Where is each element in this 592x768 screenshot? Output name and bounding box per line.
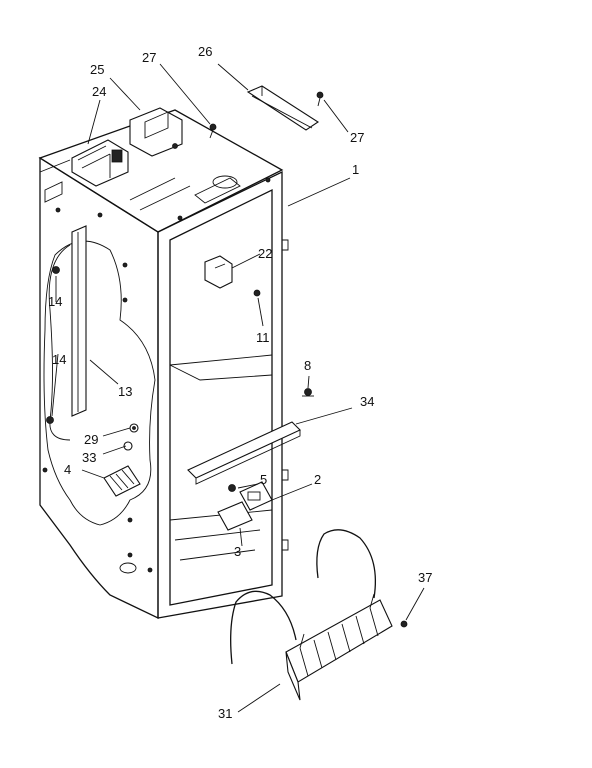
callout-25: 25 bbox=[90, 62, 104, 77]
screw-27-left bbox=[209, 123, 217, 139]
grille-4 bbox=[103, 465, 141, 497]
fastener-29 bbox=[129, 423, 139, 433]
shelf-bracket-34 bbox=[187, 421, 301, 485]
washer-33 bbox=[123, 441, 133, 451]
callout-22: 22 bbox=[258, 246, 272, 261]
callout-labels: 1 2 3 4 5 8 11 13 14 14 22 24 25 26 27 2… bbox=[48, 44, 432, 721]
bracket-22 bbox=[204, 255, 233, 289]
screw-11 bbox=[253, 289, 261, 297]
callout-37: 37 bbox=[418, 570, 432, 585]
callout-11: 11 bbox=[256, 330, 270, 345]
callout-27-right: 27 bbox=[350, 130, 364, 145]
callout-24: 24 bbox=[92, 84, 106, 99]
callout-29: 29 bbox=[84, 432, 98, 447]
rail-13 bbox=[71, 225, 87, 417]
screw-37 bbox=[400, 620, 408, 628]
callout-5: 5 bbox=[260, 472, 267, 487]
cover-assembly-31 bbox=[230, 529, 393, 701]
callout-33: 33 bbox=[82, 450, 96, 465]
screw-14-lower bbox=[46, 416, 54, 424]
callout-31: 31 bbox=[218, 706, 232, 721]
clip-8 bbox=[302, 388, 314, 397]
screw-5 bbox=[228, 484, 236, 492]
bracket-25 bbox=[129, 107, 183, 157]
callout-4: 4 bbox=[64, 462, 71, 477]
callout-2: 2 bbox=[314, 472, 321, 487]
callout-27-left: 27 bbox=[142, 50, 156, 65]
callout-1: 1 bbox=[352, 162, 359, 177]
leader-lines bbox=[51, 63, 425, 713]
screw-27-right bbox=[316, 91, 324, 107]
callout-3: 3 bbox=[234, 544, 241, 559]
callout-34: 34 bbox=[360, 394, 374, 409]
callout-8: 8 bbox=[304, 358, 311, 373]
damper-control-24 bbox=[71, 139, 129, 187]
bracket-3 bbox=[217, 501, 253, 531]
callout-13: 13 bbox=[118, 384, 132, 399]
bracket-26 bbox=[246, 85, 320, 131]
callout-14-upper: 14 bbox=[48, 294, 62, 309]
callout-14-lower: 14 bbox=[52, 352, 66, 367]
screw-14-upper bbox=[52, 266, 60, 274]
callout-26: 26 bbox=[198, 44, 212, 59]
cabinet-liner bbox=[38, 109, 289, 620]
